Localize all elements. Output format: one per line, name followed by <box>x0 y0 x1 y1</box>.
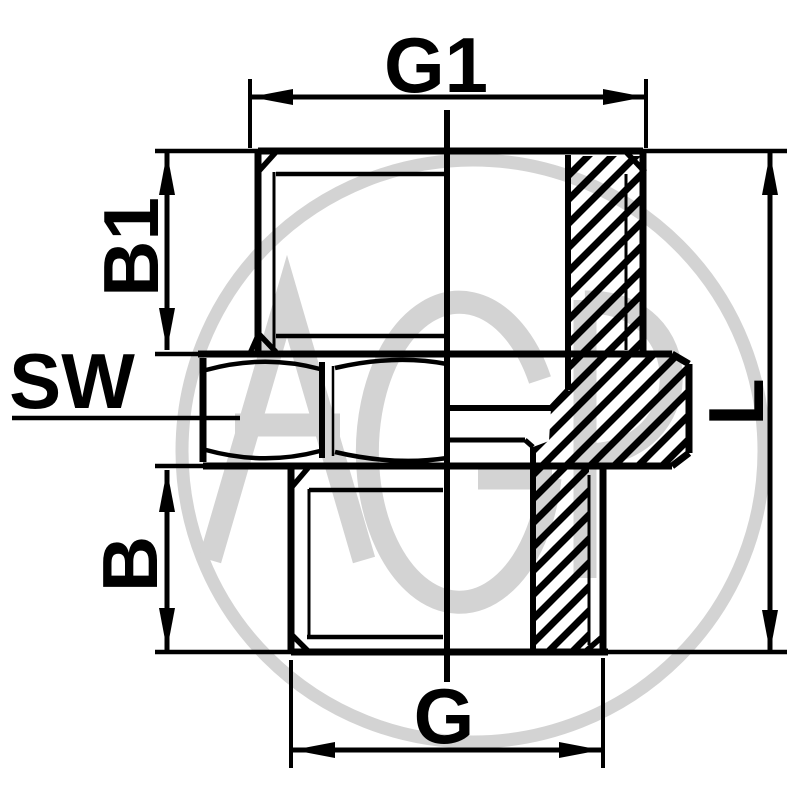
dimension-label-g: G <box>414 672 475 760</box>
watermark-ring <box>175 153 771 749</box>
bottom-body-chamfer-bottom-right <box>584 634 604 654</box>
top-body-chamfer-bottom-left <box>256 331 278 354</box>
g1-arrowhead-right <box>603 89 645 105</box>
dimension-label-b: B <box>86 536 174 592</box>
bore-chamfer-large <box>548 387 571 411</box>
dimension-b1: B1 <box>87 153 175 350</box>
g-arrowhead-left <box>293 742 335 758</box>
dimension-sw: SW <box>9 337 240 425</box>
dimension-b: B <box>86 470 175 650</box>
dimension-g: G <box>289 658 605 768</box>
dimension-l: L <box>692 153 780 652</box>
bottom-body-chamfer-top-left <box>288 466 311 490</box>
watermark-letter-g <box>355 290 562 614</box>
b1-arrowhead-top <box>159 153 175 195</box>
g-arrowhead-right <box>559 742 601 758</box>
dimension-label-l: L <box>692 378 780 426</box>
hex-chamfer-arc-top-left-face <box>205 359 321 373</box>
l-arrowhead-top <box>762 153 778 195</box>
b1-arrowhead-bottom <box>159 308 175 350</box>
bottom-body-chamfer-bottom-left <box>289 632 310 653</box>
b-arrowhead-top <box>159 470 175 512</box>
b-arrowhead-bottom <box>159 608 175 650</box>
hex-chamfer-arc-bottom-left-face <box>205 447 321 461</box>
l-arrowhead-bottom <box>762 610 778 652</box>
bore-chamfer-small <box>523 438 535 449</box>
hex-section-chamfer-bottom-right <box>669 450 692 469</box>
dimension-g1: G1 <box>248 21 648 148</box>
dimension-label-b1: B1 <box>87 197 175 297</box>
top-thread-runout-flare <box>247 333 261 355</box>
dimension-label-sw: SW <box>9 337 135 425</box>
top-body-chamfer-top-right <box>624 150 647 174</box>
g1-arrowhead-left <box>251 89 293 105</box>
hex-chamfer-arc-bottom-middle-face <box>334 449 448 464</box>
fitting-outline <box>155 110 787 682</box>
top-body-chamfer-top-left <box>255 150 279 174</box>
dimension-label-g1: G1 <box>384 21 488 109</box>
section-hatching <box>533 156 689 650</box>
hex-chamfer-arc-top-middle-face <box>334 357 448 371</box>
hex-section-chamfer-top-right <box>670 350 691 368</box>
